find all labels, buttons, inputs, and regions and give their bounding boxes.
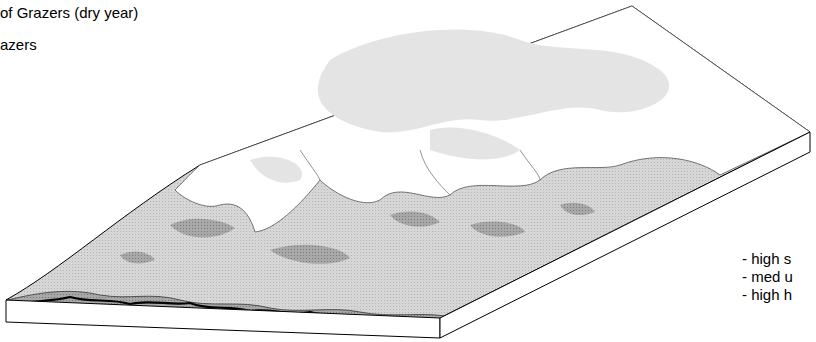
block-front-face — [6, 300, 440, 338]
slope-lines — [300, 150, 540, 195]
grazed-patch — [390, 211, 440, 226]
grazed-patch — [560, 203, 595, 215]
grazed-patch — [470, 221, 525, 236]
note-line: - high h — [742, 286, 792, 304]
note-line: - med u — [742, 268, 793, 286]
grazed-patch — [170, 219, 235, 238]
legend-fragment: azers — [0, 36, 37, 54]
grazed-patch — [270, 245, 350, 264]
block-side-face — [440, 132, 810, 338]
note-line: - high s — [742, 250, 791, 268]
plateau-patch — [250, 157, 302, 183]
plateau-patch — [430, 128, 520, 160]
title-fragment: of Grazers (dry year) — [0, 4, 138, 22]
plain-surface — [6, 6, 810, 318]
grazed-patch — [120, 251, 155, 263]
plateau-patch — [318, 30, 669, 133]
